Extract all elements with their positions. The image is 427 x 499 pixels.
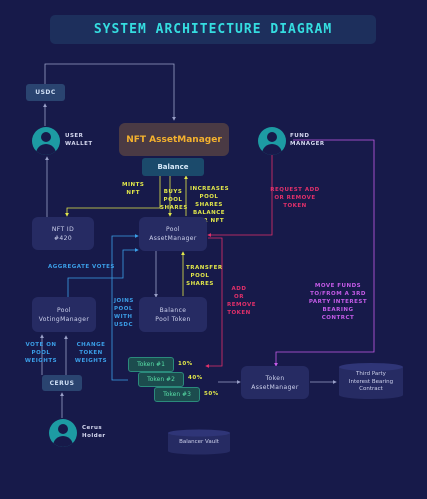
wire-move-funds: [274, 139, 375, 367]
pool-voting-manager-node: Pool VotingManager: [32, 297, 96, 332]
token-1-node: Token #1: [128, 357, 174, 372]
nft-id-title: NFT ID: [51, 225, 75, 233]
vault-cylinder-icon: [168, 429, 230, 455]
balance-node: Balance: [142, 158, 204, 176]
fund-manager-avatar-icon: [258, 127, 286, 155]
token-2-node: Token #2: [138, 372, 184, 387]
nft-asset-manager-label: NFT AssetManager: [126, 134, 222, 145]
wire-joins-pool: [111, 234, 139, 381]
token-asset-manager-node: Token AssetManager: [241, 366, 309, 399]
nft-id-node: NFT ID #420: [32, 217, 94, 250]
token-3-weight: 50%: [204, 391, 219, 397]
usdc-label: USDC: [35, 89, 56, 96]
nft-asset-manager-node: NFT AssetManager: [119, 123, 229, 156]
wire-aggregate-votes: [67, 248, 139, 297]
token-1-weight: 10%: [178, 361, 193, 367]
diagram-title: SYSTEM ARCHITECTURE DIAGRAM: [93, 22, 333, 37]
pool-asset-manager-node: Pool AssetManager: [139, 217, 207, 251]
balance-pool-token-node: Balance Pool Token: [139, 297, 207, 332]
user-wallet-avatar-icon: [32, 127, 60, 155]
balancer-vault-node: Balancer Vault: [167, 429, 231, 455]
aggregate-votes-label: AGGREGATE VOTES: [48, 264, 115, 270]
balance-label: Balance: [157, 163, 189, 171]
wire-request-remove-token: [207, 155, 273, 237]
wire-usdc-to-nft-manager: [44, 63, 176, 121]
usdc-node: USDC: [26, 84, 65, 101]
wire-mints-nft: [65, 176, 161, 217]
nft-id-value: #420: [53, 234, 73, 242]
cerus-holder-avatar-icon: [49, 419, 77, 447]
token-2-weight: 40%: [188, 375, 203, 381]
database-cylinder-icon: [339, 363, 403, 399]
cerus-label: CERUS: [49, 379, 75, 387]
wire-add-remove-token: [205, 237, 223, 368]
cerus-node: CERUS: [42, 375, 82, 391]
token-3-node: Token #3: [154, 387, 200, 402]
title-banner: SYSTEM ARCHITECTURE DIAGRAM: [50, 15, 376, 44]
